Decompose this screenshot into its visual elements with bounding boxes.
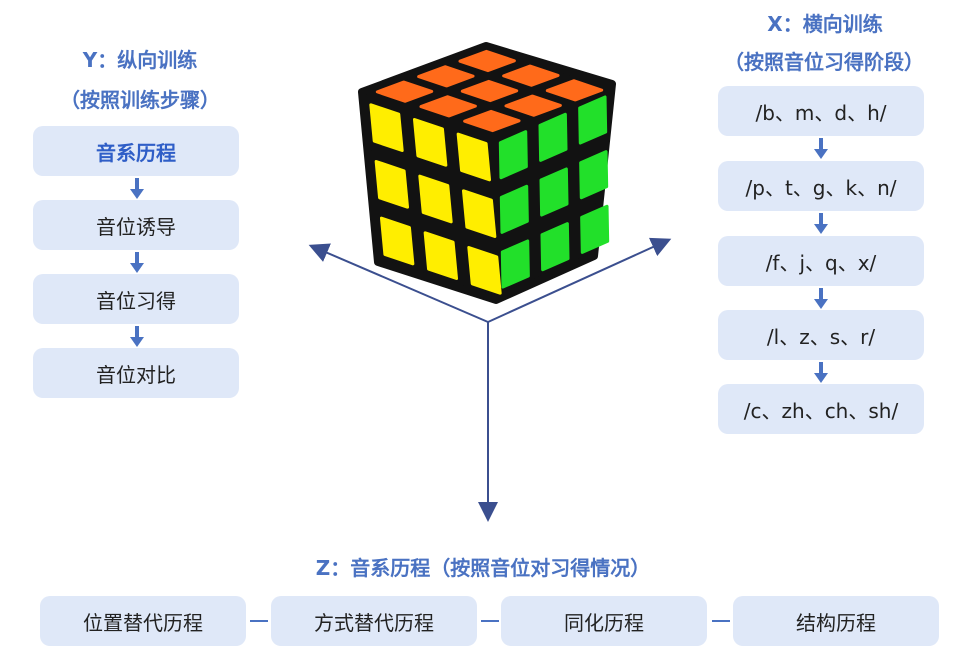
z-step-manner-substitution: 方式替代历程 xyxy=(271,596,477,646)
y-axis-title: Y：纵向训练 xyxy=(82,48,198,72)
z-step-place-substitution: 位置替代历程 xyxy=(40,596,246,646)
x-arrow-2 xyxy=(814,213,828,235)
x-step-stage-3: /f、j、q、x/ xyxy=(718,236,924,286)
cube-right-sticker xyxy=(578,95,608,145)
y-axis-subtitle: （按照训练步骤） xyxy=(60,88,220,112)
y-step-phonological-process: 音系历程 xyxy=(33,126,239,176)
x-step-stage-1: /b、m、d、h/ xyxy=(718,86,924,136)
cube-left-sticker xyxy=(418,174,453,224)
cube-top-sticker xyxy=(502,64,560,87)
cube-right-sticker xyxy=(499,184,529,234)
cube-left-sticker xyxy=(423,231,459,280)
cube-top-sticker xyxy=(458,49,516,73)
x-axis-title: X：横向训练 xyxy=(767,12,883,36)
x-axis-line xyxy=(487,237,672,323)
cube-left-sticker xyxy=(456,132,492,182)
cube-top-sticker xyxy=(463,109,521,133)
cube-left-sticker xyxy=(412,118,448,167)
cube-left-sticker xyxy=(374,160,410,209)
x-step-stage-5: /c、zh、ch、sh/ xyxy=(718,384,924,434)
x-step-stage-2: /p、t、g、k、n/ xyxy=(718,161,924,211)
z-axis-title: Z：音系历程（按照音位对习得情况） xyxy=(315,556,651,580)
cube-top-sticker xyxy=(419,95,477,118)
y-step-phoneme-induction: 音位诱导 xyxy=(33,200,239,250)
x-axis-subtitle: （按照音位习得阶段） xyxy=(724,50,924,74)
z-step-assimilation: 同化历程 xyxy=(501,596,707,646)
x-arrow-4 xyxy=(814,362,828,384)
cube-left-sticker xyxy=(369,103,404,152)
z-step-structure: 结构历程 xyxy=(733,596,939,646)
cube-top-sticker xyxy=(417,65,475,88)
cube-top-sticker xyxy=(545,79,604,102)
y-axis-line xyxy=(308,243,489,323)
z-connector-2 xyxy=(481,620,499,622)
cube-left-sticker xyxy=(467,246,502,295)
cube-top-sticker xyxy=(375,80,434,103)
cube-left-sticker xyxy=(379,216,415,266)
cube-right-sticker xyxy=(539,167,569,217)
cube-right-sticker xyxy=(498,130,528,180)
z-connector-3 xyxy=(712,620,730,622)
y-step-phoneme-acquisition: 音位习得 xyxy=(33,274,239,324)
x-arrow-1 xyxy=(814,138,828,160)
cube-right-sticker xyxy=(540,222,570,272)
y-step-phoneme-contrast: 音位对比 xyxy=(33,348,239,398)
y-arrow-1 xyxy=(130,178,144,200)
x-step-stage-4: /l、z、s、r/ xyxy=(718,310,924,360)
y-arrow-3 xyxy=(130,326,144,348)
x-arrow-3 xyxy=(814,288,828,310)
z-connector-1 xyxy=(250,620,268,622)
cube-right-sticker xyxy=(538,112,568,162)
cube-left-sticker xyxy=(461,189,497,238)
cube-top-sticker xyxy=(460,79,519,103)
cube-right-sticker xyxy=(579,150,609,200)
y-arrow-2 xyxy=(130,252,144,274)
cube-right-sticker xyxy=(500,239,530,289)
cube-right-sticker xyxy=(580,204,610,254)
cube-top-sticker xyxy=(504,94,562,117)
